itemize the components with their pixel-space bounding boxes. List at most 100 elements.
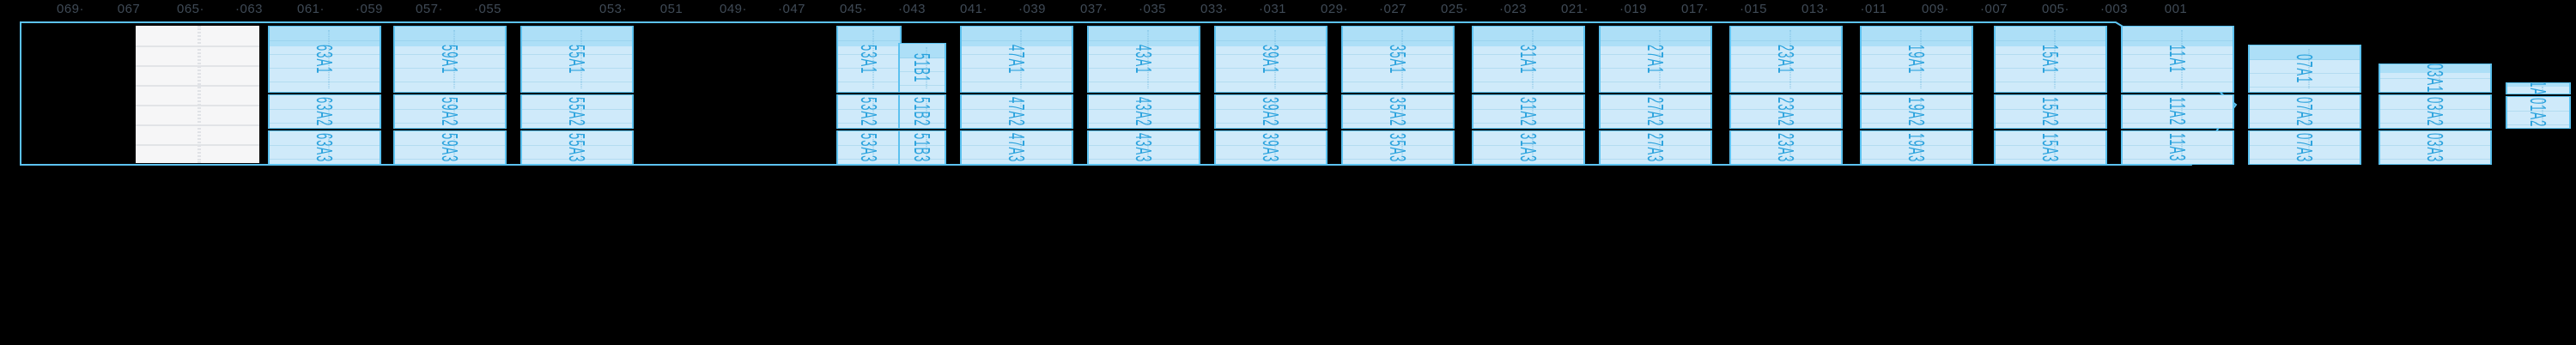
block-label: 31A1 — [1516, 44, 1541, 75]
block-label: 01A1 — [2507, 83, 2569, 94]
block-center-divider — [1659, 30, 1661, 88]
ruler-tick: 049· — [719, 2, 748, 16]
bay-55A-tier2[interactable]: 55A2 — [520, 94, 634, 129]
block-label: 59A1 — [437, 44, 463, 75]
bay-19A-tier2[interactable]: 19A2 — [1860, 94, 1973, 129]
bay-31A-tier2[interactable]: 31A2 — [1472, 94, 1585, 129]
bay-01A-tier2[interactable]: 01A2 — [2506, 96, 2571, 129]
bay-23A-tier3[interactable]: 23A3 — [1729, 130, 1843, 165]
block-center-divider — [2542, 100, 2543, 124]
bay-15A-tier1[interactable]: 15A1 — [1994, 26, 2107, 93]
bay-07A-tier3[interactable]: 07A3 — [2248, 130, 2361, 165]
block-center-divider — [2181, 99, 2183, 124]
ruler-tick: ·015 — [1739, 2, 1768, 16]
bay-39A-tier2[interactable]: 39A2 — [1214, 94, 1327, 129]
cell-gridlines — [1473, 27, 1583, 92]
bay-23A-tier1[interactable]: 23A1 — [1729, 26, 1843, 93]
bay-47A-tier3[interactable]: 47A3 — [960, 130, 1073, 165]
bay-23A-tier2[interactable]: 23A2 — [1729, 94, 1843, 129]
block-cap — [900, 44, 945, 58]
ruler-tick: ·019 — [1619, 2, 1648, 16]
ruler-tick: 029· — [1320, 2, 1349, 16]
ruler-tick: 025· — [1440, 2, 1469, 16]
bay-31A-tier3[interactable]: 31A3 — [1472, 130, 1585, 165]
bay-07A-tier1[interactable]: 07A1 — [2248, 45, 2361, 93]
block-center-divider — [1920, 30, 1922, 88]
block-center-divider — [328, 135, 330, 160]
block-center-divider — [2308, 49, 2310, 88]
bay-43A-tier1[interactable]: 43A1 — [1087, 26, 1200, 93]
bay-01A-tier1[interactable]: 01A1 — [2506, 82, 2571, 94]
block-cap — [1601, 27, 1710, 46]
cell-gridlines — [522, 131, 632, 164]
bay-27A-tier2[interactable]: 27A2 — [1599, 94, 1712, 129]
bay-53A-tier3[interactable]: 53A3 — [836, 130, 902, 165]
bay-03A-tier2[interactable]: 03A2 — [2379, 94, 2492, 129]
bay-11A-tier1[interactable]: 11A1 — [2121, 26, 2234, 93]
bay-19A-tier3[interactable]: 19A3 — [1860, 130, 1973, 165]
empty-bay-block[interactable] — [136, 26, 259, 163]
bay-53A-tier2[interactable]: 53A2 — [836, 94, 902, 129]
bay-11A-tier2[interactable]: 11A2 — [2121, 94, 2234, 129]
bay-27A-tier1[interactable]: 27A1 — [1599, 26, 1712, 93]
block-label: 51B2 — [909, 96, 935, 127]
block-center-divider — [1020, 99, 1022, 124]
block-label: 51B3 — [909, 132, 935, 163]
bay-59A-tier1[interactable]: 59A1 — [393, 26, 507, 93]
bay-51B-tier1[interactable]: 51B1 — [898, 43, 946, 93]
bay-35A-tier1[interactable]: 35A1 — [1341, 26, 1455, 93]
ruler-tick: 065· — [176, 2, 205, 16]
bay-51B-tier3[interactable]: 51B3 — [898, 130, 946, 165]
block-label: 63A2 — [312, 96, 337, 127]
cell-gridlines — [1601, 27, 1710, 92]
ruler-tick: 033· — [1200, 2, 1229, 16]
block-label: 03A3 — [2422, 132, 2448, 163]
block-label: 59A3 — [437, 132, 463, 163]
bay-51B-tier2[interactable]: 51B2 — [898, 94, 946, 129]
bay-19A-tier1[interactable]: 19A1 — [1860, 26, 1973, 93]
cell-gridlines — [838, 27, 900, 92]
bay-55A-tier3[interactable]: 55A3 — [520, 130, 634, 165]
bay-59A-tier2[interactable]: 59A2 — [393, 94, 507, 129]
bay-35A-tier3[interactable]: 35A3 — [1341, 130, 1455, 165]
bay-63A-tier1[interactable]: 63A1 — [268, 26, 381, 93]
bay-53A-tier1[interactable]: 53A1 — [836, 26, 902, 93]
bay-31A-tier1[interactable]: 31A1 — [1472, 26, 1585, 93]
block-label: 35A2 — [1385, 96, 1411, 127]
bay-15A-tier2[interactable]: 15A2 — [1994, 94, 2107, 129]
bay-47A-tier1[interactable]: 47A1 — [960, 26, 1073, 93]
bay-55A-tier1[interactable]: 55A1 — [520, 26, 634, 93]
cell-gridlines — [1731, 131, 1841, 164]
bay-39A-tier1[interactable]: 39A1 — [1214, 26, 1327, 93]
block-label: 27A3 — [1643, 132, 1668, 163]
block-center-divider — [1274, 30, 1276, 88]
block-center-divider — [1789, 135, 1791, 160]
cell-gridlines — [395, 27, 505, 92]
block-center-divider — [1274, 99, 1276, 124]
bay-11A-tier3[interactable]: 11A3 — [2121, 130, 2234, 165]
cell-gridlines — [1089, 95, 1199, 128]
bay-63A-tier3[interactable]: 63A3 — [268, 130, 381, 165]
bay-43A-tier2[interactable]: 43A2 — [1087, 94, 1200, 129]
bay-03A-tier3[interactable]: 03A3 — [2379, 130, 2492, 165]
block-cap — [1473, 27, 1583, 46]
bay-59A-tier3[interactable]: 59A3 — [393, 130, 507, 165]
bay-27A-tier3[interactable]: 27A3 — [1599, 130, 1712, 165]
cell-gridlines — [900, 44, 945, 92]
bay-03A-tier1[interactable]: 03A1 — [2379, 64, 2492, 93]
block-cap — [522, 27, 632, 46]
block-cap — [1216, 27, 1326, 46]
ruler-tick: ·011 — [1860, 2, 1887, 16]
bay-35A-tier2[interactable]: 35A2 — [1341, 94, 1455, 129]
bay-07A-tier2[interactable]: 07A2 — [2248, 94, 2361, 129]
ruler-tick: ·055 — [473, 2, 502, 16]
bay-63A-tier2[interactable]: 63A2 — [268, 94, 381, 129]
bay-15A-tier3[interactable]: 15A3 — [1994, 130, 2107, 165]
block-center-divider — [580, 135, 582, 160]
cell-gridlines — [838, 131, 900, 164]
cell-gridlines — [1343, 95, 1453, 128]
block-label: 11A3 — [2165, 133, 2190, 162]
bay-39A-tier3[interactable]: 39A3 — [1214, 130, 1327, 165]
bay-47A-tier2[interactable]: 47A2 — [960, 94, 1073, 129]
bay-43A-tier3[interactable]: 43A3 — [1087, 130, 1200, 165]
